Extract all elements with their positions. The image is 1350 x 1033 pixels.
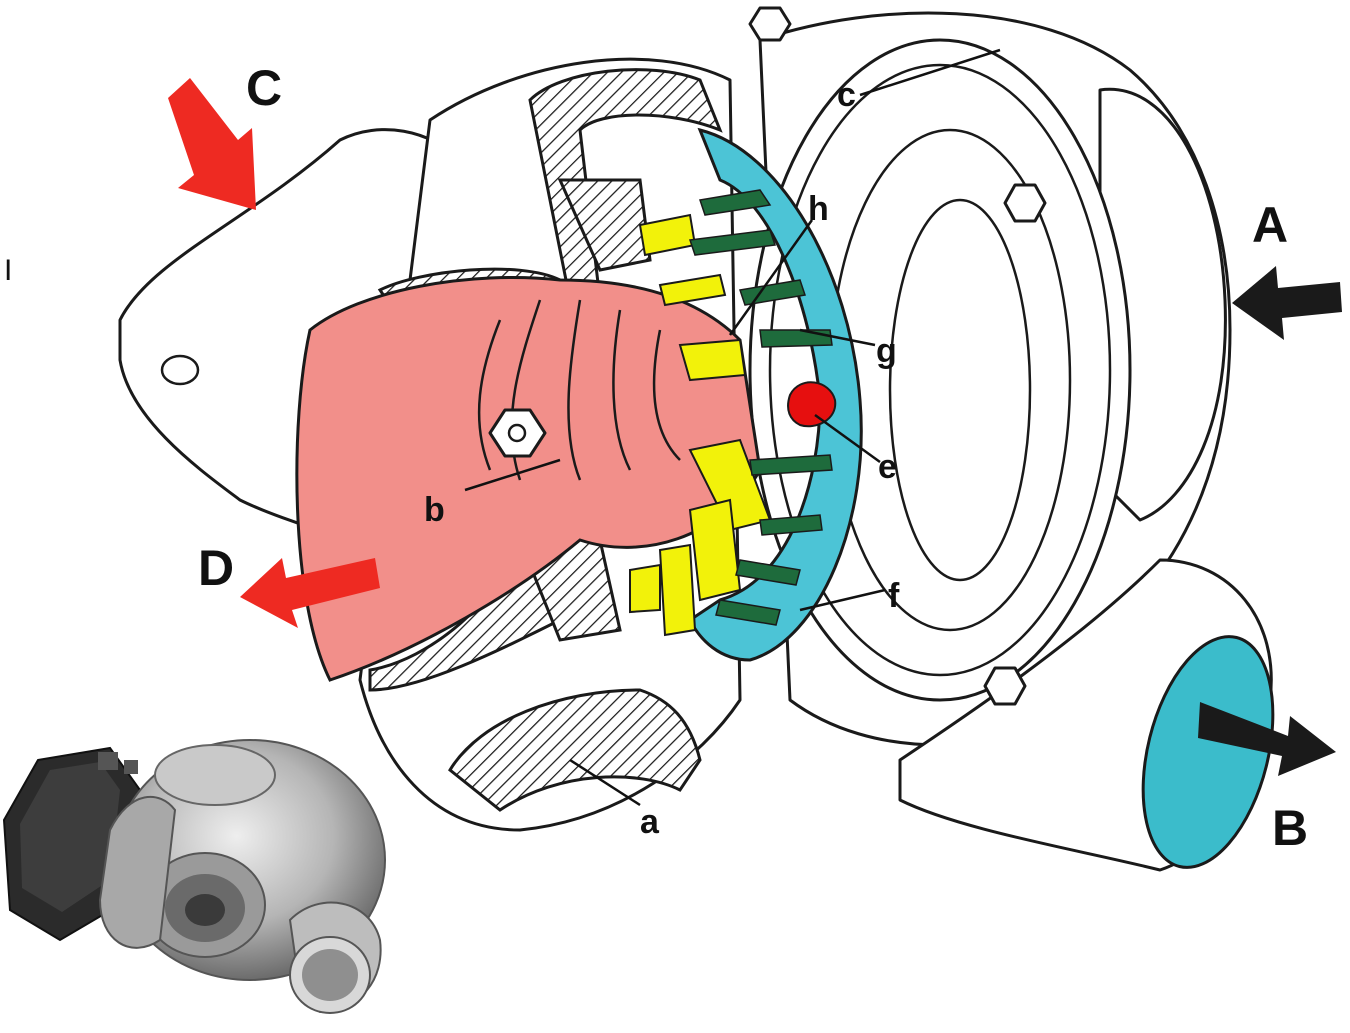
air-in-arrow: [1232, 266, 1342, 340]
label-a-flow: A: [1252, 197, 1288, 253]
vane-levers: [688, 189, 833, 626]
hub-nut-icon: [488, 408, 547, 458]
bolt-icon: [748, 6, 1047, 706]
label-e-part: e: [878, 448, 897, 486]
exhaust-out-arrow: [240, 558, 380, 628]
label-b-flow: B: [1272, 800, 1308, 856]
label-h-part: h: [808, 190, 829, 228]
label-g-part: g: [876, 332, 897, 370]
air-out-arrow: [1198, 702, 1336, 776]
label-a-part: a: [640, 803, 660, 841]
outlet-face: [1141, 635, 1275, 869]
label-c-flow: C: [246, 60, 282, 116]
turbocharger-photo: [2, 739, 386, 1014]
label-c-part: c: [837, 76, 856, 114]
exhaust-in-arrow: [168, 78, 256, 210]
leader-lines: [464, 48, 1001, 807]
label-f-part: f: [888, 577, 900, 615]
label-d-flow: D: [198, 540, 234, 596]
adjusting-pin: [787, 381, 837, 428]
label-b-part: b: [424, 491, 445, 529]
turbine-wheel: [295, 275, 762, 682]
stray-mark: I: [4, 254, 12, 287]
